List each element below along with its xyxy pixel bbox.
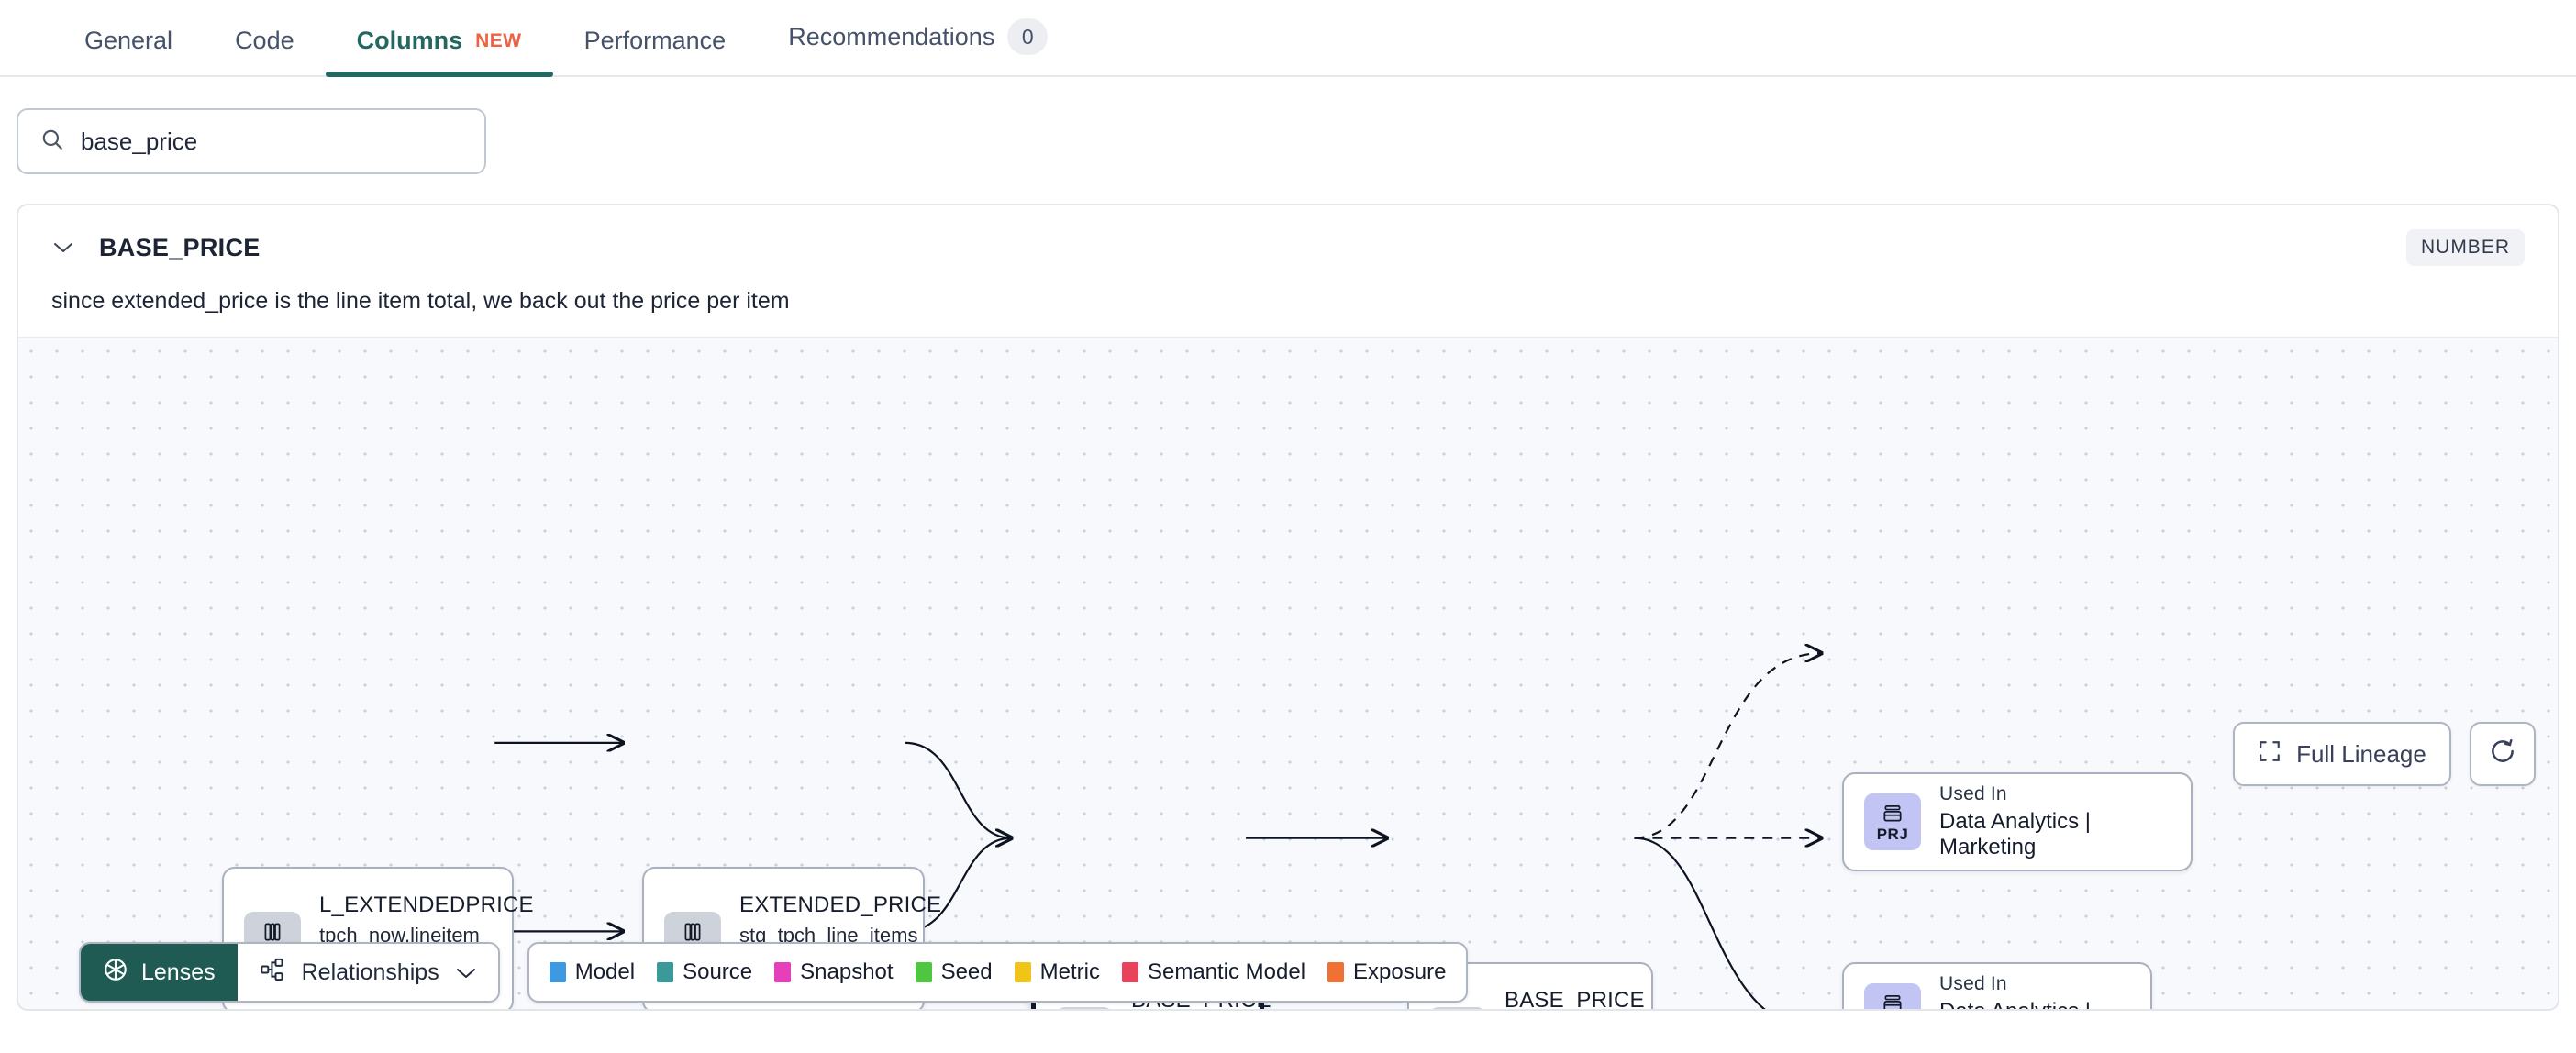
relationships-icon bbox=[260, 957, 285, 989]
legend-label: Semantic Model bbox=[1147, 959, 1306, 984]
lineage-node-prj_marketing[interactable]: PRJ Used In Data Analytics | Marketing bbox=[1842, 772, 2193, 871]
legend-item: Semantic Model bbox=[1121, 959, 1306, 985]
tab-performance[interactable]: Performance bbox=[553, 27, 758, 75]
search-icon bbox=[40, 127, 64, 156]
expand-icon bbox=[2258, 739, 2282, 770]
legend-label: Source bbox=[683, 959, 753, 984]
node-subtitle: Data Analytics | Sales bbox=[1939, 999, 2130, 1009]
search-input[interactable]: base_price bbox=[17, 108, 486, 174]
tab-code[interactable]: Code bbox=[204, 27, 326, 75]
legend-item: Metric bbox=[1014, 959, 1100, 985]
legend-swatch bbox=[774, 962, 792, 982]
new-badge: NEW bbox=[475, 29, 522, 51]
node-title: EXTENDED_PRICE bbox=[739, 892, 942, 917]
column-icon: COL bbox=[1429, 1007, 1486, 1009]
lineage-legend: Model Source Snapshot Seed Metric Semantic Mo… bbox=[527, 942, 1469, 1003]
tab-bar: General Code Columns NEW Performance Rec… bbox=[0, 0, 2576, 77]
legend-label: Metric bbox=[1039, 959, 1100, 984]
search-area: base_price bbox=[0, 77, 2576, 174]
legend-swatch bbox=[657, 962, 674, 982]
tab-general[interactable]: General bbox=[53, 27, 204, 75]
full-lineage-label: Full Lineage bbox=[2296, 739, 2426, 768]
recommendations-count-badge: 0 bbox=[1007, 18, 1049, 55]
node-body: Used In Data Analytics | Marketing bbox=[1939, 783, 2171, 860]
chevron-down-icon[interactable] bbox=[51, 236, 75, 260]
node-kind-label: PRJ bbox=[1876, 826, 1909, 843]
tab-label: Columns bbox=[356, 27, 463, 54]
legend-item: Seed bbox=[915, 959, 993, 985]
page-title: BASE_PRICE bbox=[99, 233, 261, 261]
legend-item: Exposure bbox=[1327, 959, 1446, 985]
tab-columns[interactable]: Columns NEW bbox=[325, 27, 553, 77]
search-input-value: base_price bbox=[81, 127, 198, 155]
refresh-button[interactable] bbox=[2470, 722, 2536, 786]
legend-item: Source bbox=[657, 959, 752, 985]
legend-swatch bbox=[1327, 962, 1345, 982]
legend-item: Model bbox=[549, 959, 636, 985]
project-icon: PRJ bbox=[1864, 983, 1921, 1009]
tab-label: General bbox=[84, 27, 173, 54]
chevron-down-icon bbox=[456, 959, 476, 986]
node-title: L_EXTENDEDPRICE bbox=[319, 892, 534, 917]
tab-label: Performance bbox=[583, 27, 727, 54]
node-title: BASE_PRICE bbox=[1505, 987, 1645, 1011]
legend-swatch bbox=[915, 962, 932, 982]
lenses-label: Lenses bbox=[141, 959, 216, 985]
legend-label: Model bbox=[574, 959, 636, 984]
column-header: BASE_PRICE NUMBER since extended_price i… bbox=[18, 205, 2558, 315]
column-detail-panel: BASE_PRICE NUMBER since extended_price i… bbox=[17, 204, 2559, 1011]
legend-item: Snapshot bbox=[774, 959, 894, 985]
node-title: Used In bbox=[1939, 973, 2007, 994]
node-subtitle: Data Analytics | Marketing bbox=[1939, 809, 2091, 859]
legend-swatch bbox=[1121, 962, 1138, 982]
relationships-dropdown[interactable]: Relationships bbox=[237, 944, 498, 1001]
node-body: BASE_PRICEfct_order_itemsMODEL bbox=[1505, 987, 1645, 1011]
refresh-icon bbox=[2489, 737, 2516, 771]
node-body: Used In Data Analytics | Sales bbox=[1939, 973, 2130, 1009]
aperture-icon bbox=[103, 957, 128, 989]
legend-swatch bbox=[1014, 962, 1031, 982]
tab-label: Recommendations bbox=[788, 22, 995, 50]
node-title: Used In bbox=[1939, 783, 2007, 804]
lineage-node-prj_sales[interactable]: PRJ Used In Data Analytics | Sales bbox=[1842, 962, 2152, 1009]
column-icon: COL bbox=[1056, 1007, 1113, 1009]
lenses-group: Lenses Relationships bbox=[79, 942, 500, 1003]
tab-label: Code bbox=[235, 27, 294, 54]
relationships-label: Relationships bbox=[301, 959, 439, 985]
legend-label: Seed bbox=[940, 959, 993, 984]
lineage-canvas[interactable]: COLL_EXTENDEDPRICEtpch_now.lineitemSOURC… bbox=[18, 337, 2558, 1011]
canvas-toolbar: Lenses Relationships bbox=[79, 942, 1469, 1003]
tab-recommendations[interactable]: Recommendations 0 bbox=[757, 18, 1079, 75]
legend-label: Snapshot bbox=[800, 959, 894, 984]
project-icon: PRJ bbox=[1864, 793, 1921, 850]
lenses-button[interactable]: Lenses bbox=[81, 944, 238, 1001]
column-description: since extended_price is the line item to… bbox=[51, 288, 790, 314]
column-type-badge: NUMBER bbox=[2405, 229, 2525, 266]
legend-swatch bbox=[549, 962, 566, 982]
legend-label: Exposure bbox=[1353, 959, 1447, 984]
full-lineage-button[interactable]: Full Lineage bbox=[2233, 722, 2451, 786]
